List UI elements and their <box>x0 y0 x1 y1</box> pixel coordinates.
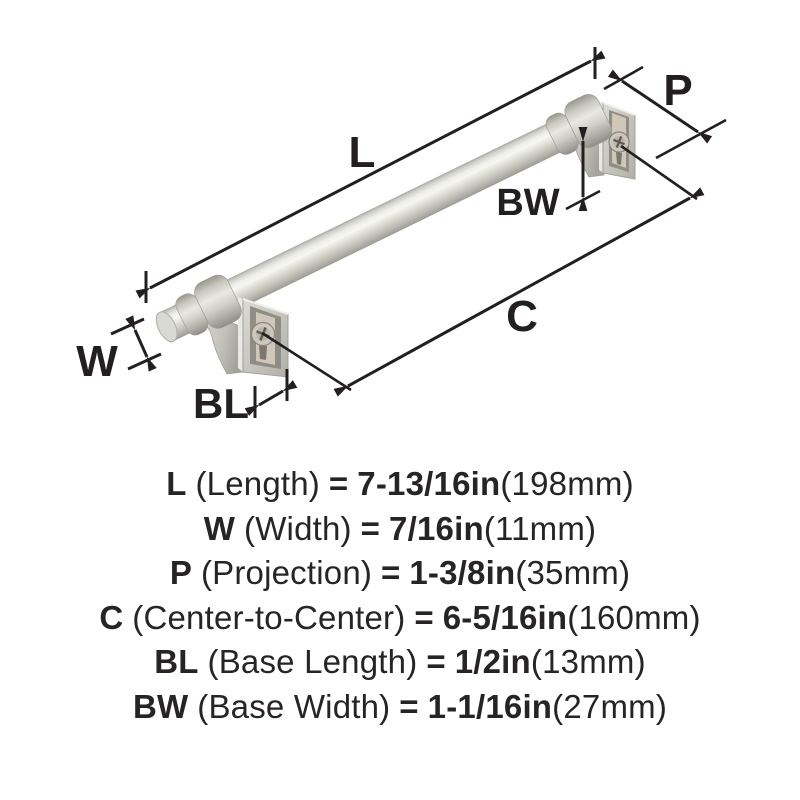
spec-equals: = <box>380 554 401 591</box>
spec-metric: (11mm) <box>483 509 597 547</box>
spec-imperial: 1-1/16in <box>427 687 553 725</box>
spec-name: (Base Length) <box>207 643 418 680</box>
spec-code: P <box>169 554 193 591</box>
spec-metric: (198mm) <box>500 465 634 502</box>
dim-label-center: C <box>506 292 538 341</box>
spec-imperial: 7-13/16in <box>357 465 501 502</box>
spec-name: (Base Width) <box>197 687 391 725</box>
spec-equals: = <box>360 509 381 547</box>
spec-metric: (160mm) <box>567 598 701 636</box>
spec-imperial: 1/2in <box>454 643 531 680</box>
bar-end-cap <box>155 311 178 343</box>
dim-label-width: W <box>76 337 118 386</box>
spec-metric: (35mm) <box>515 554 631 591</box>
left-post-neck <box>204 313 244 375</box>
spec-code: L <box>166 465 187 502</box>
spec-metric: (27mm) <box>552 687 668 725</box>
spec-row-projection: P(Projection)=1-3/8in(35mm) <box>0 551 800 596</box>
spec-imperial: 6-5/16in <box>442 598 568 636</box>
spec-row-center-to-center: C(Center-to-Center)=6-5/16in(160mm) <box>0 596 800 641</box>
spec-code: W <box>203 509 236 547</box>
spec-row-base-width: BW(Base Width)=1-1/16in(27mm) <box>0 685 800 730</box>
spec-name: (Length) <box>195 465 320 502</box>
spec-equals: = <box>328 465 349 502</box>
spec-equals: = <box>426 643 446 680</box>
dimension-spec-list: L(Length)=7-13/16in(198mm) W(Width)=7/16… <box>0 462 800 729</box>
dim-label-length: L <box>348 128 376 177</box>
dim-label-base-width: BW <box>496 182 560 224</box>
spec-metric: (13mm) <box>530 643 646 680</box>
spec-row-length: L(Length)=7-13/16in(198mm) <box>0 462 800 507</box>
spec-name: (Projection) <box>200 554 373 591</box>
spec-row-width: W(Width)=7/16in(11mm) <box>0 507 800 552</box>
spec-imperial: 1-3/8in <box>409 554 516 591</box>
spec-equals: = <box>399 687 419 725</box>
spec-name: (Center-to-Center) <box>132 598 406 636</box>
spec-code: BL <box>154 643 199 680</box>
spec-code: BW <box>132 687 189 725</box>
spec-equals: = <box>414 598 434 636</box>
spec-row-base-length: BL(Base Length)=1/2in(13mm) <box>0 640 800 685</box>
spec-imperial: 7/16in <box>389 509 484 547</box>
pull-handle-illustration <box>110 47 727 418</box>
dimension-lines <box>110 47 727 418</box>
dim-label-base-length: BL <box>193 380 249 427</box>
dim-label-projection: P <box>663 66 693 115</box>
spec-code: C <box>99 598 124 636</box>
spec-name: (Width) <box>244 509 352 547</box>
